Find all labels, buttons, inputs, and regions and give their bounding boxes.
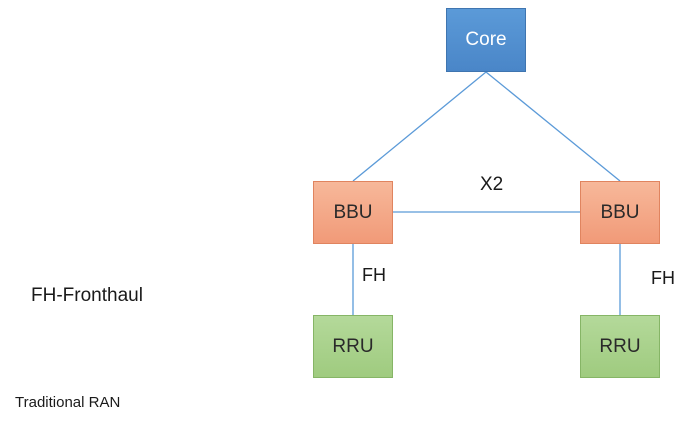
rru-right-node: RRU bbox=[580, 315, 660, 378]
x2-link-label: X2 bbox=[480, 174, 504, 195]
fronthaul-legend: FH-Fronthaul bbox=[31, 285, 143, 306]
rru-left-node-label: RRU bbox=[332, 335, 374, 357]
bbu-left-node: BBU bbox=[313, 181, 393, 244]
core-node-label: Core bbox=[465, 29, 507, 50]
bbu-left-node-label: BBU bbox=[333, 201, 373, 223]
core-node: Core bbox=[446, 8, 526, 72]
bbu-right-node-label: BBU bbox=[600, 201, 640, 223]
diagram-caption: Traditional RAN bbox=[15, 394, 121, 411]
fronthaul-right-label: FH bbox=[651, 268, 675, 288]
rru-left-node: RRU bbox=[313, 315, 393, 378]
fronthaul-left-label: FH bbox=[362, 265, 386, 285]
bbu-right-node: BBU bbox=[580, 181, 660, 244]
link-core-bbu-left bbox=[352, 71, 487, 182]
link-core-bbu-right bbox=[485, 71, 621, 182]
rru-right-node-label: RRU bbox=[599, 335, 641, 357]
